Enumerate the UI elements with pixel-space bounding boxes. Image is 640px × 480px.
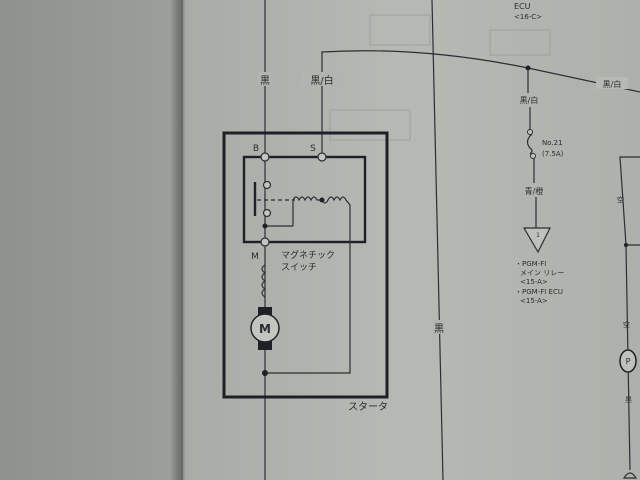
label-bg — [302, 72, 342, 86]
label-bg — [596, 77, 628, 89]
main-wire-label: 黒/白 — [603, 79, 622, 89]
terminal-m — [260, 237, 270, 247]
top-ref-code: <16-C> — [514, 13, 542, 21]
fuse-out-label: 青/橙 — [525, 186, 544, 196]
starter-label: スタータ — [348, 401, 388, 413]
fuse-icon — [527, 129, 533, 135]
field-coil — [261, 264, 267, 298]
connector-triangle-icon — [522, 227, 551, 254]
branch-wire-label: 黒/白 — [520, 95, 539, 105]
junction — [262, 370, 268, 376]
terminal-b — [260, 152, 270, 162]
contact-lower — [262, 208, 272, 218]
coils — [265, 196, 351, 374]
junction — [319, 197, 325, 203]
right-bottom-label: 黒 — [625, 396, 632, 404]
motor-label: M — [259, 322, 271, 336]
s-wire — [321, 50, 640, 157]
label-bg — [258, 72, 272, 86]
b-wire-label: 黒 — [260, 75, 270, 87]
branch-wire — [526, 68, 537, 228]
brush-bottom — [258, 341, 272, 350]
starter-box — [222, 131, 389, 399]
ground-wire-label: 黒 — [434, 323, 444, 335]
pressure-switch-icon — [619, 349, 637, 373]
connector-item: <15-A> — [520, 297, 548, 305]
label-bg — [433, 320, 445, 334]
right-lower-label: 空 — [623, 320, 630, 329]
terminal-s — [317, 152, 327, 162]
contact-upper — [262, 180, 272, 190]
motor-icon — [250, 313, 280, 343]
terminal-s-label: S — [310, 144, 316, 154]
pressure-switch-label: P — [626, 357, 631, 366]
magnetic-switch-label-2: スイッチ — [281, 262, 317, 273]
fuse-rating: (7.5A) — [542, 150, 564, 158]
faded-print-through — [329, 14, 551, 141]
connector-item: ・PGM-FI — [515, 260, 546, 268]
fuse-icon — [530, 153, 536, 159]
magnetic-switch-box — [242, 155, 367, 244]
top-ref-name: ECU — [514, 2, 531, 11]
s-wire-label: 黒/白 — [310, 74, 333, 87]
terminal-m-label: M — [251, 252, 259, 262]
connector-number: 1 — [536, 232, 540, 239]
junction — [262, 223, 268, 229]
brush-top — [258, 307, 272, 315]
magnetic-switch-label-1: マグネチック — [281, 249, 335, 261]
ground-wire — [431, 0, 444, 480]
ground-icon — [622, 472, 638, 479]
connector-item: <15-A> — [520, 278, 548, 286]
connector-item: メイン リレー — [520, 269, 564, 277]
connector-item: ・PGM-FI ECU — [515, 288, 563, 296]
terminal-b-label: B — [253, 144, 259, 154]
fuse-name: No.21 — [542, 139, 563, 147]
junction — [624, 243, 628, 247]
right-upper-label: 空 — [617, 195, 624, 204]
